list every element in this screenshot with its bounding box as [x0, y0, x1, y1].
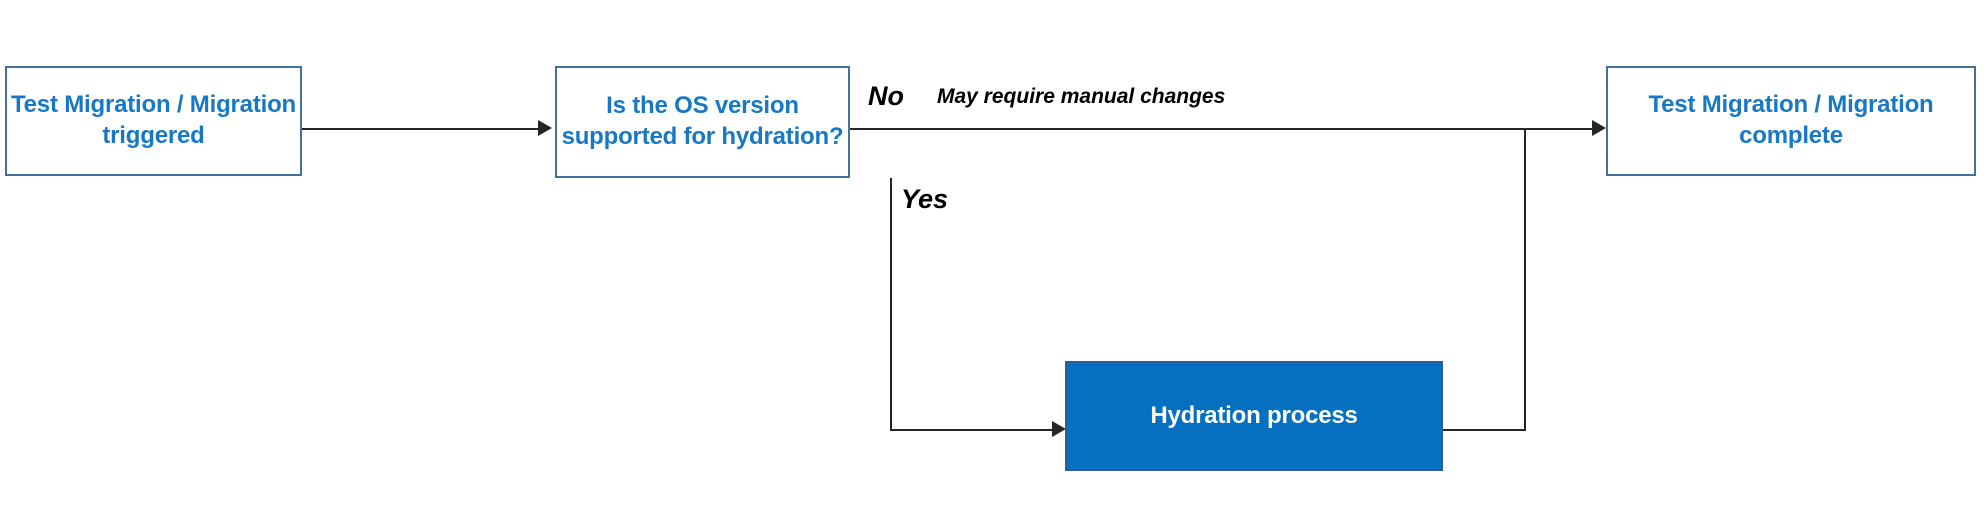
connector-hydration-out [1443, 429, 1526, 431]
node-end[interactable]: Test Migration / Migration complete [1606, 66, 1976, 176]
edge-label-note: May require manual changes [937, 85, 1226, 108]
node-decision[interactable]: Is the OS version supported for hydratio… [555, 66, 850, 178]
edge-label-yes: Yes [901, 184, 949, 214]
arrowhead-end-in [1592, 120, 1606, 136]
connector-yes-down [890, 178, 892, 431]
node-hydration-label: Hydration process [1150, 401, 1358, 429]
node-hydration-process[interactable]: Hydration process [1065, 361, 1443, 471]
connector-no-to-end [850, 128, 1592, 130]
connector-hydration-up [1524, 128, 1526, 431]
node-start-label: Test Migration / Migration triggered [10, 91, 296, 149]
node-decision-label: Is the OS version supported for hydratio… [561, 92, 844, 150]
node-end-label: Test Migration / Migration complete [1648, 91, 1934, 149]
connector-start-to-decision [302, 128, 538, 130]
connector-yes-to-hydration [890, 429, 1052, 431]
arrowhead-hydration-in [1052, 421, 1066, 437]
arrowhead-decision-in [538, 120, 552, 136]
node-start[interactable]: Test Migration / Migration triggered [5, 66, 302, 176]
edge-label-no: No [868, 81, 904, 111]
